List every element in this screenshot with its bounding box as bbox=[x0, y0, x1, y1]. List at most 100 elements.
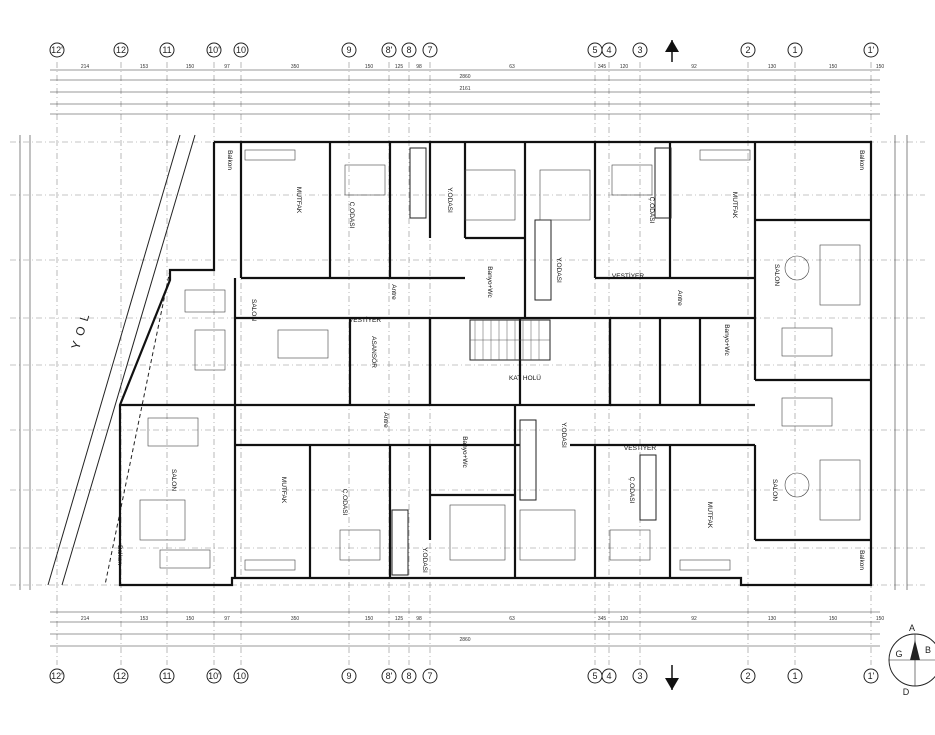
room-label-salon-l: SALON bbox=[250, 299, 257, 321]
axis-label: 1 bbox=[792, 671, 797, 681]
building-outline bbox=[118, 140, 873, 587]
interior-walls bbox=[120, 142, 871, 578]
dimension-value: 120 bbox=[620, 616, 629, 622]
dimension-value: 63 bbox=[509, 616, 515, 622]
axis-bubble bbox=[206, 668, 222, 684]
shafts bbox=[391, 147, 672, 576]
axis-bubble bbox=[740, 668, 756, 684]
axis-bubble bbox=[49, 42, 65, 58]
dimension-value: 97 bbox=[224, 616, 230, 622]
axis-bubble bbox=[632, 668, 648, 684]
axis-bubble bbox=[787, 668, 803, 684]
room-labels: Balkon MUTFAK Ç.ODASI Y.ODASI Y.ODASI Ba… bbox=[116, 150, 865, 573]
room-label-vestiyer-l: VESTİYER bbox=[349, 315, 381, 324]
section-marker-bottom bbox=[665, 665, 679, 690]
dimension-value: 98 bbox=[416, 64, 422, 70]
top-dimension-lines bbox=[50, 69, 880, 115]
axis-label: 4 bbox=[606, 45, 611, 55]
dimension-value: 153 bbox=[140, 616, 149, 622]
axis-label: 8' bbox=[386, 671, 393, 681]
dimension-value: 125 bbox=[395, 64, 404, 70]
room-label-mutfak-tr: MUTFAK bbox=[731, 192, 738, 219]
room-label-vestiyer-br: VESTİYER bbox=[624, 443, 656, 452]
axis-bubble bbox=[422, 668, 438, 684]
axis-label: 3 bbox=[637, 671, 642, 681]
room-label-banyo-r: Banyo+Wc bbox=[723, 324, 730, 356]
dim-overall-top: 2860 bbox=[459, 74, 470, 80]
room-label-codasi-br: Ç.ODASI bbox=[628, 477, 635, 504]
axis-label: 12' bbox=[51, 45, 63, 55]
stair bbox=[469, 319, 551, 361]
axis-label: 9 bbox=[346, 671, 351, 681]
axis-bubble bbox=[401, 42, 417, 58]
axis-label: 9 bbox=[346, 45, 351, 55]
dimension-value: 150 bbox=[365, 64, 374, 70]
axis-bubble bbox=[381, 42, 397, 58]
axis-label: 12' bbox=[51, 671, 63, 681]
room-label-banyo-tl: Banyo+Wc bbox=[486, 266, 493, 298]
axis-bubble bbox=[422, 42, 438, 58]
dimension-value: 130 bbox=[768, 616, 777, 622]
room-label-mutfak-tl: MUTFAK bbox=[295, 187, 302, 214]
stair-hall-label: KAT HOLÜ bbox=[509, 374, 541, 382]
room-label-antre-l: Antre bbox=[390, 284, 397, 300]
axis-bubble bbox=[740, 42, 756, 58]
dimension-value: 214 bbox=[81, 64, 90, 70]
dimension-value: 92 bbox=[691, 64, 697, 70]
axis-label: 10 bbox=[236, 45, 246, 55]
dimension-value: 92 bbox=[691, 616, 697, 622]
room-label-mutfak-br: MUTFAK bbox=[706, 502, 713, 529]
street-band bbox=[47, 134, 196, 586]
dim-overall-bottom: 2860 bbox=[459, 637, 470, 643]
axis-label: 8 bbox=[406, 45, 411, 55]
dimension-value: 150 bbox=[829, 64, 838, 70]
room-label-asansor: ASANSÖR bbox=[370, 336, 378, 368]
dimension-value: 98 bbox=[416, 616, 422, 622]
room-label-balkon-br: Balkon bbox=[858, 550, 865, 570]
furniture bbox=[139, 149, 861, 571]
dimension-value: 150 bbox=[876, 616, 885, 622]
axis-label: 10' bbox=[208, 45, 220, 55]
compass-rose: A D B G bbox=[888, 623, 935, 697]
dimension-value: 150 bbox=[876, 64, 885, 70]
axis-bubble bbox=[113, 42, 129, 58]
dimension-value: 125 bbox=[395, 616, 404, 622]
axis-bubble bbox=[863, 668, 879, 684]
axis-label: 3 bbox=[637, 45, 642, 55]
dimension-value: 120 bbox=[620, 64, 629, 70]
room-label-codasi-tr: Ç.ODASI bbox=[648, 197, 655, 224]
axis-label: 4 bbox=[606, 671, 611, 681]
room-label-yodasi-tc: Y.ODASI bbox=[555, 257, 562, 283]
axis-label: 2 bbox=[745, 45, 750, 55]
compass-label-g: G bbox=[895, 649, 902, 659]
compass-label-d: D bbox=[903, 687, 910, 697]
axis-bubble bbox=[632, 42, 648, 58]
dimension-value: 350 bbox=[291, 616, 300, 622]
axis-bubble bbox=[159, 42, 175, 58]
axis-label: 1' bbox=[868, 45, 875, 55]
room-label-salon-br: SALON bbox=[771, 479, 778, 501]
room-label-salon-tr: SALON bbox=[773, 264, 780, 286]
room-label-yodasi-bl: Y.ODASI bbox=[421, 547, 428, 573]
dimension-value: 153 bbox=[140, 64, 149, 70]
axis-bubble bbox=[863, 42, 879, 58]
axis-label: 7 bbox=[427, 671, 432, 681]
dimension-value: 350 bbox=[291, 64, 300, 70]
dimension-value: 150 bbox=[365, 616, 374, 622]
room-label-antre-bl: Antre bbox=[382, 412, 389, 428]
axis-bubble bbox=[341, 42, 357, 58]
axis-label: 7 bbox=[427, 45, 432, 55]
axis-bubble bbox=[601, 668, 617, 684]
axis-label: 10' bbox=[208, 671, 220, 681]
axis-label: 12 bbox=[116, 45, 126, 55]
room-label-balkon-tl: Balkon bbox=[226, 150, 233, 170]
room-label-balkon-bl: Balkon bbox=[116, 545, 123, 565]
axis-label: 11 bbox=[162, 671, 171, 681]
room-label-codasi-tl: Ç.ODASI bbox=[348, 202, 355, 229]
axis-bubble bbox=[787, 42, 803, 58]
axis-label: 5 bbox=[592, 45, 597, 55]
axis-label: 8' bbox=[386, 45, 393, 55]
compass-label-a: A bbox=[909, 623, 915, 633]
